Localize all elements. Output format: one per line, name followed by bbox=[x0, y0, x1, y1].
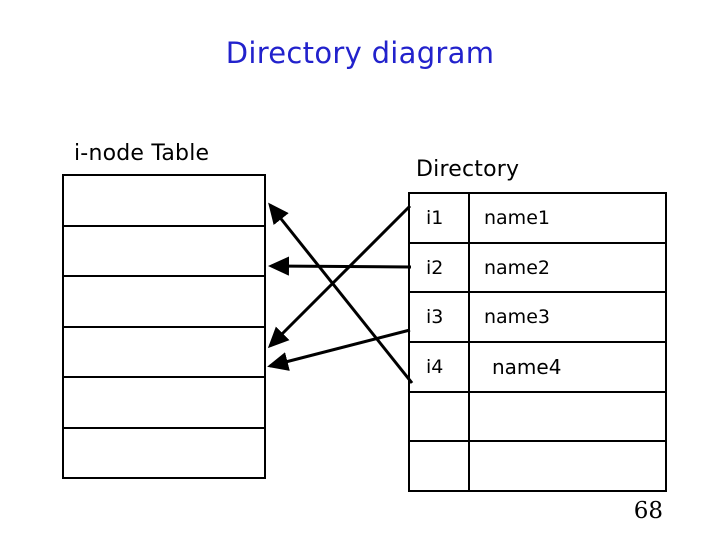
directory-row bbox=[410, 392, 665, 443]
inode-table-row bbox=[64, 378, 264, 429]
directory-name-cell: name2 bbox=[484, 256, 550, 279]
directory-table-caption: Directory bbox=[416, 157, 520, 182]
arrow-i1-to-inode-row4 bbox=[267, 204, 412, 349]
directory-inode-cell: i4 bbox=[410, 343, 470, 391]
page-number: 68 bbox=[633, 498, 663, 524]
directory-name-cell: name4 bbox=[492, 354, 562, 379]
inode-table-row bbox=[64, 227, 264, 277]
inode-table bbox=[62, 174, 266, 479]
directory-row: i4 name4 bbox=[410, 343, 665, 393]
directory-inode-cell bbox=[410, 442, 470, 491]
inode-table-row bbox=[64, 429, 264, 478]
directory-name-cell bbox=[470, 393, 665, 441]
directory-inode-cell: i3 bbox=[410, 293, 470, 342]
directory-name-cell: name1 bbox=[484, 206, 550, 229]
directory-row: i1 name1 bbox=[410, 194, 665, 244]
directory-row: i2 name2 bbox=[410, 243, 665, 294]
directory-inode-cell: i1 bbox=[410, 194, 470, 242]
page-title: Directory diagram bbox=[225, 36, 495, 70]
directory-table: i1 name1 i2 name2 i3 name3 i4 name4 bbox=[408, 192, 667, 492]
directory-inode-cell: i2 bbox=[410, 243, 470, 292]
directory-row: i3 name3 bbox=[410, 293, 665, 344]
inode-table-row bbox=[64, 328, 264, 378]
directory-inode-cell bbox=[410, 392, 470, 441]
arrow-i3-to-inode-row5 bbox=[267, 328, 411, 371]
inode-table-row bbox=[64, 277, 264, 328]
arrow-i2-to-inode-row3 bbox=[268, 256, 412, 276]
inode-table-caption: i-node Table bbox=[74, 141, 210, 166]
directory-row bbox=[410, 442, 665, 491]
directory-name-cell bbox=[470, 442, 665, 490]
directory-name-cell: name3 bbox=[484, 306, 550, 329]
arrow-i4-to-inode-row1 bbox=[268, 202, 414, 384]
inode-table-row bbox=[64, 176, 264, 227]
